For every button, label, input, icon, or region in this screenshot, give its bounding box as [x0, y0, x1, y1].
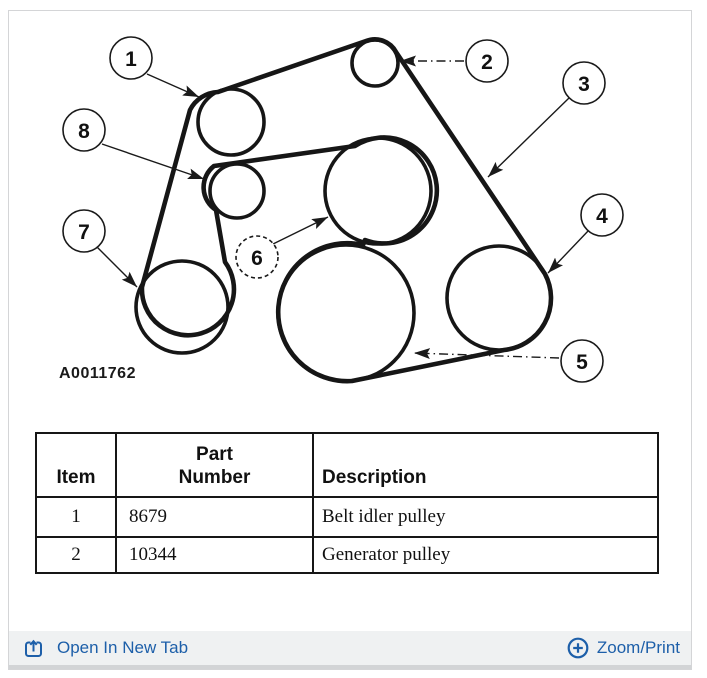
image-viewer-panel: 1 2 3 4 5 6 7 [8, 10, 692, 670]
callout-2-circle [465, 39, 509, 83]
zoom-plus-icon [567, 637, 589, 659]
parts-table: Item Part Number Description 1 8679 Belt… [35, 432, 659, 574]
cell-item: 1 [35, 496, 117, 538]
callout-3-label: 3 [578, 73, 590, 96]
viewer-footer-bar: Open In New Tab Zoom/Print [9, 631, 691, 669]
callout-2-label: 2 [481, 51, 493, 74]
cell-description: Generator pulley [312, 536, 659, 574]
callout-6: 6 [235, 235, 279, 279]
part-header-line1: Part [196, 444, 233, 466]
callout-8-label: 8 [78, 120, 90, 143]
leader-arrow-6 [270, 216, 329, 246]
column-header-description: Description [312, 432, 659, 498]
zoom-print-button[interactable]: Zoom/Print [566, 636, 680, 660]
callout-1: 1 [109, 36, 153, 80]
cell-item: 2 [35, 536, 117, 574]
callout-1-circle [109, 36, 153, 80]
callout-8: 8 [62, 108, 106, 152]
callout-4: 4 [580, 193, 624, 237]
open-in-new-tab-label: Open In New Tab [57, 638, 189, 657]
pulley-lower-left [134, 259, 230, 355]
zoom-print-label: Zoom/Print [596, 638, 680, 657]
callout-7-circle [62, 209, 106, 253]
leader-arrow-1 [146, 73, 200, 98]
callout-6-label: 6 [251, 247, 263, 270]
callout-leaders [96, 55, 590, 360]
table-header-row: Item Part Number Description [35, 432, 659, 498]
callout-5-label: 5 [576, 351, 588, 374]
leader-arrow-3 [487, 97, 570, 178]
cell-part-number: 10344 [115, 536, 314, 574]
callout-3-circle [562, 61, 606, 105]
belt-path [139, 37, 554, 384]
leader-arrow-8 [101, 143, 205, 180]
callout-4-label: 4 [596, 205, 608, 228]
open-in-new-tab-icon [25, 639, 42, 657]
callout-4-circle [580, 193, 624, 237]
figure-id-label: A0011762 [59, 365, 136, 382]
column-header-item: Item [35, 432, 117, 498]
pulley-center [323, 136, 433, 246]
open-in-new-tab-button[interactable]: Open In New Tab [24, 638, 188, 658]
callout-balloons: 1 2 3 4 5 6 7 [62, 36, 624, 383]
leader-arrow-7 [96, 246, 138, 288]
callout-2: 2 [465, 39, 509, 83]
callout-7-label: 7 [78, 221, 90, 244]
cell-description: Belt idler pulley [312, 496, 659, 538]
cell-part-number: 8679 [115, 496, 314, 538]
table-row: 1 8679 Belt idler pulley [35, 496, 659, 538]
callout-6-circle [235, 235, 279, 279]
pulley-upper-left [196, 87, 266, 157]
column-header-part-number: Part Number [115, 432, 314, 498]
callout-5: 5 [560, 339, 604, 383]
part-header-line2: Number [178, 466, 251, 488]
leader-arrow-5 [413, 348, 560, 360]
leader-arrow-4 [547, 229, 590, 274]
callout-1-label: 1 [125, 48, 137, 71]
callout-5-circle [560, 339, 604, 383]
belt-routing-diagram: 1 2 3 4 5 6 7 [59, 36, 624, 384]
callout-8-circle [62, 108, 106, 152]
table-row: 2 10344 Generator pulley [35, 536, 659, 574]
callout-3: 3 [562, 61, 606, 105]
callout-7: 7 [62, 209, 106, 253]
pulleys [134, 38, 553, 383]
